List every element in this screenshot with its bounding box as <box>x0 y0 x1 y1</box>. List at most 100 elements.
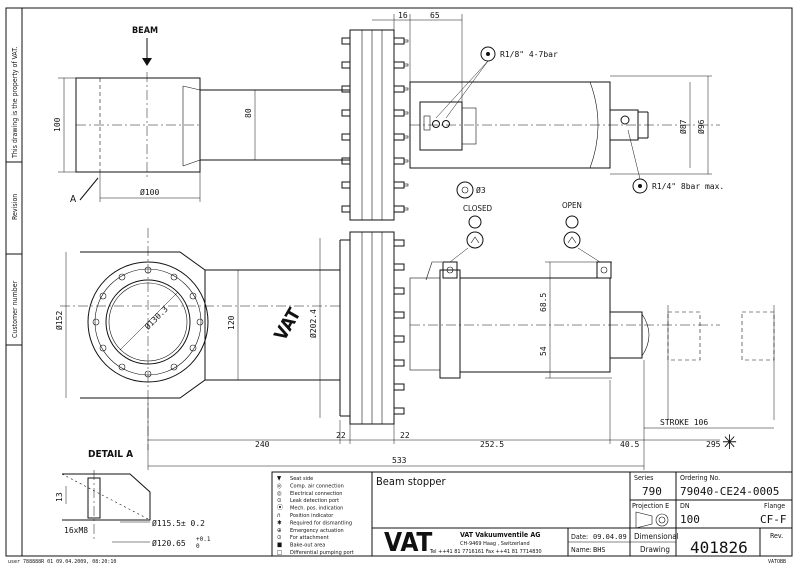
legend-item-text: Required for dismantling <box>290 520 352 526</box>
front-view: Ø130.3 120 VAT Ø152 Ø202.4 <box>54 181 775 450</box>
open-indicator-icon <box>565 215 579 229</box>
dim-dia-87: Ø87 <box>678 119 688 134</box>
legend-item-text: Seat side <box>290 476 313 482</box>
vat-logo: VAT <box>384 528 432 558</box>
dim-dia-96: Ø96 <box>696 119 706 134</box>
closed-sensor-icon <box>466 231 484 249</box>
dim-533: 533 <box>392 456 407 465</box>
flange-label: Flange <box>764 502 785 510</box>
section-a-label: A <box>70 194 77 205</box>
legend-item-text: Position indicator <box>290 513 334 519</box>
dn-label: DN <box>680 502 690 510</box>
customer-number-label: Customer number <box>11 280 19 338</box>
legend-item-text: Emergency actuation <box>290 528 344 534</box>
dim-252-5: 252.5 <box>480 440 504 449</box>
dimension-chain: 240 22 22 252.5 40.5 295 ✳ 533 <box>147 360 737 470</box>
revision-label: Revision <box>11 194 19 220</box>
projection-label: Projection E <box>632 502 669 510</box>
drawing-label: Drawing <box>640 545 670 554</box>
ordering-label: Ordering No. <box>680 474 720 482</box>
company-address: CH-9469 Haag , Switzerland <box>460 541 530 547</box>
dim-13: 13 <box>55 492 64 502</box>
rev-label: Rev. <box>770 532 783 540</box>
company-name: VAT Vakuumventile AG <box>460 531 540 539</box>
open-sensor-icon <box>563 231 581 249</box>
bore-ref-label: Ø3 <box>476 185 486 195</box>
name-value: BHS <box>593 546 606 554</box>
dim-22-left: 22 <box>336 431 346 440</box>
tol-upper: +0.1 <box>196 536 211 543</box>
legend-symbol-icon: ⊕ <box>277 527 282 534</box>
dimensional-label: Dimensional <box>634 532 679 541</box>
legend-item-text: For attachment <box>290 535 329 541</box>
legend-item-text: Bake-out area <box>290 543 325 549</box>
dim-80: 80 <box>244 108 253 118</box>
projection-symbol-icon <box>635 511 669 529</box>
detail-a-label: DETAIL A <box>88 449 133 460</box>
dim-68-5: 68.5 <box>539 293 548 312</box>
dn-value: 100 <box>680 513 700 526</box>
footer-code: VATOBB <box>768 559 786 565</box>
legend-symbol-icon: ◎ <box>277 490 282 497</box>
thread-label: 16xM8 <box>64 526 88 535</box>
legend-item-text: Electrical connection <box>290 491 342 497</box>
bolt-column-top <box>341 37 409 213</box>
series-value: 790 <box>642 485 662 498</box>
dim-54: 54 <box>539 346 548 356</box>
ordering-number: 79040-CE24-0005 <box>680 485 779 498</box>
legend-symbol-icon: ⦿ <box>277 505 283 512</box>
legend-item-text: Comp. air connection <box>290 483 344 489</box>
stroke-label: STROKE 106 <box>660 418 708 427</box>
legend-symbol-icon: ∩ <box>277 512 281 519</box>
property-note: This drawing is the property of VAT. <box>11 47 19 159</box>
legend-symbol-icon: ✱ <box>277 519 282 526</box>
dim-65: 65 <box>430 11 440 20</box>
port-top-label: R1/8" 4-7bar <box>500 50 558 59</box>
legend-item-text: Mech. pos. indication <box>290 506 343 512</box>
legend-item-text: Differential pumping port <box>290 550 354 556</box>
legend-symbol-icon: □ <box>277 549 282 556</box>
dim-120: 120 <box>227 315 236 330</box>
legend-symbol-icon: ■ <box>277 542 282 549</box>
beam-label: BEAM <box>132 26 158 36</box>
legend-item-text: Leak detection port <box>290 498 339 504</box>
leak-port-symbol <box>456 181 474 199</box>
port-side-label: R1/4" 8bar max. <box>652 182 724 191</box>
dim-295: 295 <box>706 440 721 449</box>
title-text: Beam stopper <box>376 475 446 488</box>
date-label: Date: <box>571 533 588 541</box>
legend-symbol-icon: ◎ <box>277 482 282 489</box>
open-label: OPEN <box>562 201 582 210</box>
footer-note: user 788888R 01 09.04.2009, 08:20:10 <box>8 559 116 565</box>
dim-100-vertical: 100 <box>53 117 62 132</box>
company-phone: Tel ++41 81 7716161 Fax ++41 81 7714830 <box>429 549 542 555</box>
series-label: Series <box>634 474 653 482</box>
dim-dia-115-5: Ø115.5± 0.2 <box>152 518 205 528</box>
dim-40-5: 40.5 <box>620 440 639 449</box>
dim-240: 240 <box>255 440 270 449</box>
detail-a: DETAIL A 13 16xM8 Ø115.5± 0.2 Ø120.65 +0… <box>55 449 211 550</box>
bolt-column-front <box>393 239 405 415</box>
dim-dia-100: Ø100 <box>140 187 159 197</box>
dim-22-right: 22 <box>400 431 410 440</box>
legend-symbol-icon: ▼ <box>277 475 282 482</box>
legend-symbol-icon: ⊙ <box>277 497 282 504</box>
closed-indicator-icon <box>468 215 482 229</box>
closed-label: CLOSED <box>463 204 493 213</box>
flange-bolt-holes <box>92 266 204 378</box>
dismantling-star-icon: ✳ <box>722 430 737 454</box>
dim-dia-152: Ø152 <box>54 311 64 330</box>
legend-symbol-icon: ⊙ <box>277 534 282 541</box>
tol-lower: 0 <box>196 543 200 550</box>
title-block: Beam stopper Series 790 Ordering No. 790… <box>271 471 793 558</box>
symbol-legend: ▼ Seat side ◎ Comp. air connection ◎ Electric… <box>277 475 354 556</box>
dim-dia-130-3: Ø130.3 <box>142 304 170 332</box>
dim-dia-202-4: Ø202.4 <box>308 309 318 338</box>
dim-16: 16 <box>398 11 408 20</box>
name-label: Name: <box>571 546 592 554</box>
drawing-number: 401826 <box>690 538 748 557</box>
date-value: 09.04.09 <box>593 533 627 541</box>
vat-body-mark: VAT <box>270 305 305 345</box>
dim-dia-120-65: Ø120.65 <box>152 538 186 548</box>
